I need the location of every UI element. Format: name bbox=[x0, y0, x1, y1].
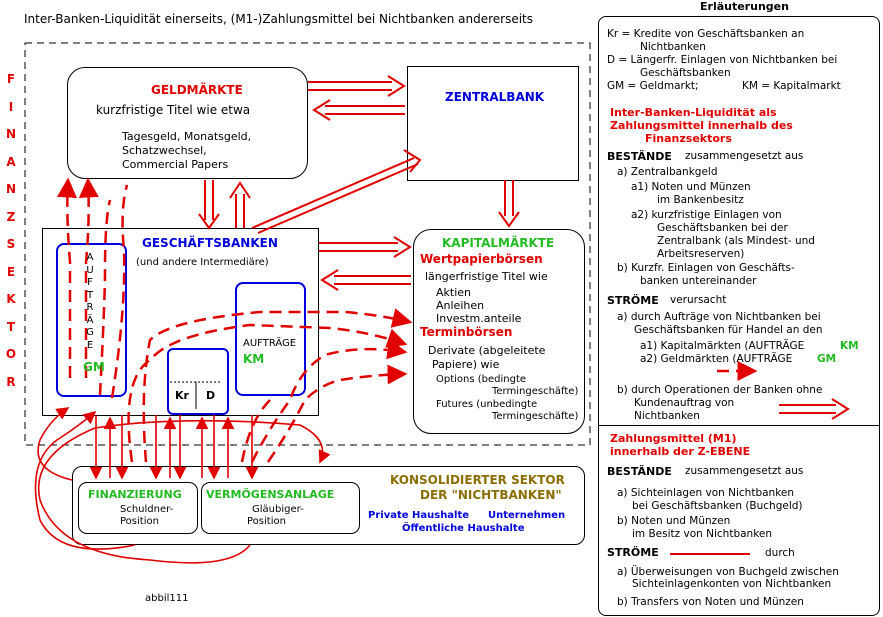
nichtbanken-heading: DER "NICHTBANKEN" bbox=[420, 488, 562, 502]
legend-sa1: a1) Kapitalmärkten (AUFTRÄGE bbox=[640, 340, 805, 352]
legend-stroeme2-arrow bbox=[670, 553, 750, 555]
legend-kr: Kr = Kredite von Geschäftsbanken an bbox=[607, 28, 805, 40]
kapitalmaerkte-line1: längerfristige Titel wie bbox=[425, 270, 548, 283]
ibl-heading: Finanzsektors bbox=[645, 132, 732, 145]
kapitalmaerkte-heading: KAPITALMÄRKTE bbox=[442, 236, 555, 250]
m1-heading: innerhalb der Z-EBENE bbox=[610, 445, 751, 458]
kapitalmaerkte-item: Aktien bbox=[436, 286, 472, 299]
derivate-line: Options (bedingte bbox=[436, 374, 527, 385]
finanzierung-sub: Schuldner- bbox=[120, 504, 174, 515]
terminboersen: Terminbörsen bbox=[420, 325, 513, 339]
derivate-line: Futures (unbedingte bbox=[436, 399, 538, 410]
stroeme2-label: STRÖME bbox=[607, 546, 659, 559]
legend-sb: Nichtbanken bbox=[634, 410, 700, 422]
legend-a1: im Bankenbesitz bbox=[657, 194, 744, 206]
legend-a2: a2) kurzfristige Einlagen von bbox=[631, 209, 782, 221]
geschaeftsbanken-heading: GESCHÄFTSBANKEN bbox=[142, 236, 278, 250]
legend-d: Geschäftsbanken bbox=[640, 67, 731, 79]
legend-msa: Sichteinlagenkonten von Nichtbanken bbox=[632, 578, 832, 590]
legend-sa: a) durch Aufträge von Nichtbanken bei bbox=[617, 311, 821, 323]
geldmaerkte-item: Tagesgeld, Monatsgeld, bbox=[122, 130, 252, 143]
legend-a2: Arbeitsreserven) bbox=[657, 248, 745, 260]
legend-a1: a1) Noten und Münzen bbox=[631, 181, 751, 193]
oeffentliche-haushalte: Öffentliche Haushalte bbox=[402, 523, 525, 534]
legend-sb: b) durch Operationen der Banken ohne bbox=[617, 384, 823, 396]
km-label: KM bbox=[243, 352, 265, 366]
derivate-line: Derivate (abgeleitete bbox=[428, 344, 546, 357]
kapitalmaerkte-box bbox=[413, 229, 585, 434]
m1-heading: Zahlungsmittel (M1) bbox=[610, 432, 737, 445]
legend-sa: Geschäftsbanken für Handel an den bbox=[634, 324, 823, 336]
legend-sb: Kundenauftrag von bbox=[634, 397, 735, 409]
derivate-line: Termingeschäfte) bbox=[492, 411, 579, 422]
vermoegen-sub: Gläubiger- bbox=[252, 504, 304, 515]
geldmaerkte-sub: kurzfristige Titel wie etwa bbox=[96, 103, 251, 117]
wertpapierboersen: Wertpapierbörsen bbox=[420, 252, 543, 266]
geldmaerkte-heading: GELDMÄRKTE bbox=[151, 83, 243, 97]
geldmaerkte-item: Commercial Papers bbox=[122, 158, 229, 171]
unternehmen: Unternehmen bbox=[488, 510, 566, 521]
derivate-line: Papiere) wie bbox=[432, 358, 500, 371]
kapitalmaerkte-item: Anleihen bbox=[436, 299, 485, 312]
legend-msb: b) Transfers von Noten und Münzen bbox=[617, 596, 804, 608]
legend-mb: b) Noten und Münzen bbox=[617, 515, 731, 527]
legend-km: KM = Kapitalmarkt bbox=[742, 80, 841, 92]
vermoegen-heading: VERMÖGENSANLAGE bbox=[206, 488, 335, 501]
legend-kr: Nichtbanken bbox=[640, 41, 706, 53]
bestaende-rest: zusammengesetzt aus bbox=[685, 150, 804, 162]
d-label: D bbox=[206, 389, 216, 402]
stroeme-label: STRÖME bbox=[607, 294, 659, 307]
ibl-heading: Zahlungsmittel innerhalb des bbox=[610, 119, 793, 132]
geldmaerkte-item: Schatzwechsel, bbox=[122, 144, 207, 157]
bestaende2-label: BESTÄNDE bbox=[607, 465, 672, 478]
legend-d: D = Längerfr. Einlagen von Nichtbanken b… bbox=[607, 54, 838, 66]
legend-mb: im Besitz von Nichtbanken bbox=[632, 528, 773, 540]
private-haushalte: Private Haushalte bbox=[368, 510, 470, 521]
zentralbank-box bbox=[407, 66, 579, 181]
derivate-line: Termingeschäfte) bbox=[492, 386, 579, 397]
vermoegen-box bbox=[201, 482, 360, 534]
kapitalmaerkte-item: Investm.anteile bbox=[436, 312, 522, 325]
nichtbanken-heading: KONSOLIDIERTER SEKTOR bbox=[390, 473, 565, 487]
legend-title: Erläuterungen bbox=[700, 0, 789, 13]
geschaeftsbanken-sub: (und andere Intermediäre) bbox=[136, 257, 269, 268]
auftraege-gm-box bbox=[56, 243, 127, 397]
legend-msa: a) Überweisungen von Buchgeld zwischen bbox=[617, 566, 839, 578]
legend-sa1-km: KM bbox=[840, 340, 859, 352]
legend-b: banken untereinander bbox=[640, 275, 757, 287]
auftraege-km-label: AUFTRÄGE bbox=[243, 338, 297, 349]
legend-gm: GM = Geldmarkt; bbox=[607, 80, 699, 92]
legend-a: a) Zentralbankgeld bbox=[617, 166, 718, 178]
gm-label: GM bbox=[83, 360, 105, 374]
legend-b: b) Kurzfr. Einlagen von Geschäfts- bbox=[617, 262, 795, 274]
legend-sa2: a2) Geldmärkten (AUFTRÄGE bbox=[640, 353, 793, 365]
legend-a2: Zentralbank (als Mindest- und bbox=[657, 235, 815, 247]
figure-id: abbil111 bbox=[145, 593, 189, 604]
stroeme2-rest: durch bbox=[765, 547, 795, 559]
vermoegen-sub: Position bbox=[247, 516, 286, 527]
bestaende2-rest: zusammengesetzt aus bbox=[685, 465, 804, 477]
legend-a2: Geschäftsbanken bei der bbox=[657, 222, 788, 234]
stroeme-rest: verursacht bbox=[670, 294, 727, 306]
legend-box bbox=[598, 16, 880, 616]
ibl-heading: Inter-Banken-Liquidität als bbox=[610, 106, 777, 119]
kr-label: Kr bbox=[175, 389, 189, 402]
legend-ma: bei Geschäftsbanken (Buchgeld) bbox=[632, 500, 803, 512]
page-title: Inter-Banken-Liquidität einerseits, (M1-… bbox=[24, 12, 534, 26]
finanzierung-heading: FINANZIERUNG bbox=[88, 488, 182, 501]
legend-ma: a) Sichteinlagen von Nichtbanken bbox=[617, 487, 795, 499]
legend-divider bbox=[598, 425, 880, 426]
geldmaerkte-box bbox=[67, 67, 308, 179]
auftraege-km-box bbox=[235, 282, 306, 396]
finanzierung-box bbox=[78, 482, 198, 534]
zentralbank-heading: ZENTRALBANK bbox=[445, 90, 545, 104]
legend-sa2-gm: GM bbox=[817, 353, 837, 365]
bestaende-label: BESTÄNDE bbox=[607, 150, 672, 163]
finanzierung-sub: Position bbox=[120, 516, 159, 527]
